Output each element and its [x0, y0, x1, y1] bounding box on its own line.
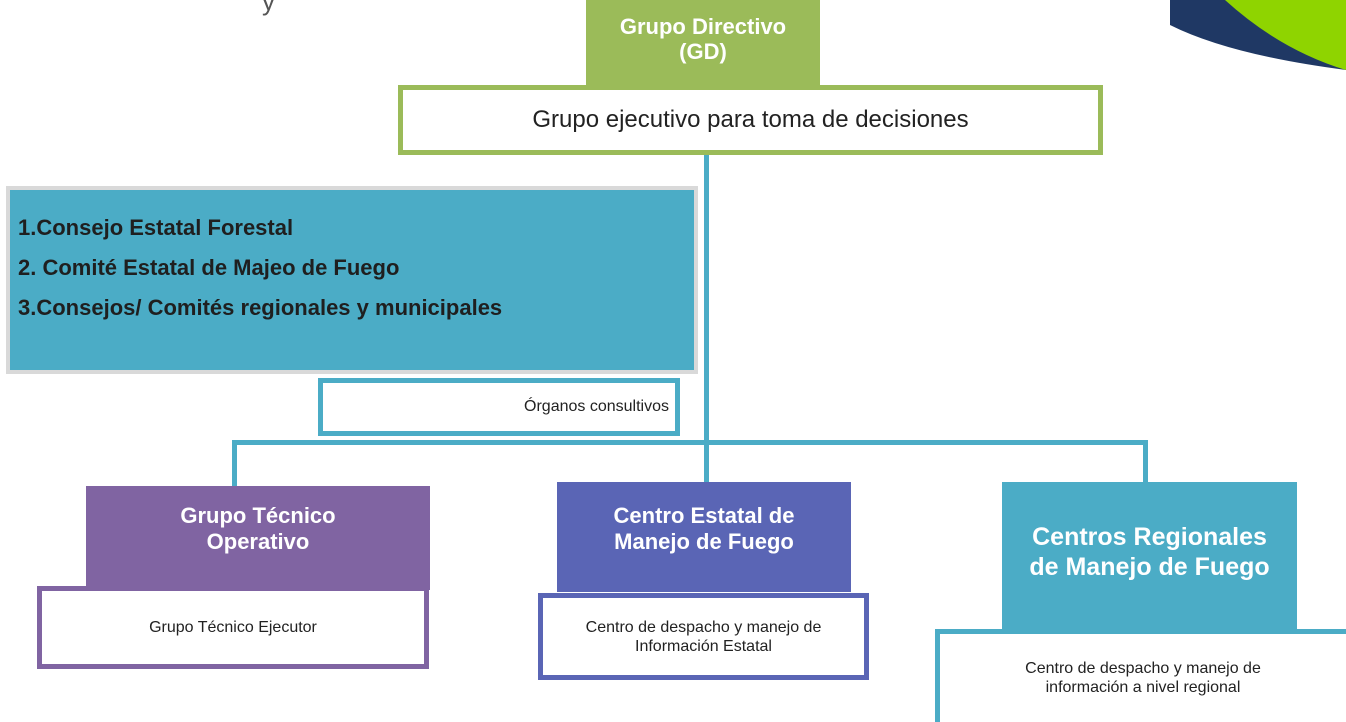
branch-estatal-subtitle-box: Centro de despacho y manejo de Informaci…	[538, 593, 869, 680]
connector-horizontal	[232, 440, 1148, 445]
branch-regional-subtitle: Centro de despacho y manejo de informaci…	[1025, 660, 1261, 696]
branch-estatal-title-box: Centro Estatal de Manejo de Fuego	[557, 482, 851, 592]
advisory-caption: Órganos consultivos	[524, 398, 669, 415]
connector-main-vertical	[704, 152, 709, 444]
branch-regional-title-box: Centros Regionales de Manejo de Fuego	[1002, 482, 1297, 630]
advisory-item: 2. Comité Estatal de Majeo de Fuego	[18, 255, 400, 280]
gd-title: Grupo Directivo (GD)	[619, 14, 787, 64]
branch-regional-subtitle-box: Centro de despacho y manejo de informaci…	[935, 629, 1346, 722]
branch-operativo-subtitle-box: Grupo Técnico Ejecutor	[37, 586, 429, 669]
gd-title-box: Grupo Directivo (GD)	[586, 0, 820, 90]
corner-logo-green	[1225, 0, 1346, 70]
gd-subtitle: Grupo ejecutivo para toma de decisiones	[532, 106, 969, 133]
branch-operativo-title-box: Grupo Técnico Operativo	[86, 486, 430, 590]
advisory-item: 3.Consejos/ Comités regionales y municip…	[18, 295, 503, 320]
branch-estatal-title: Centro Estatal de Manejo de Fuego	[613, 503, 795, 554]
connector-center-drop	[704, 440, 709, 482]
branch-estatal-subtitle: Centro de despacho y manejo de Informaci…	[585, 618, 822, 655]
connector-left-drop	[232, 440, 237, 487]
advisory-caption-box: Órganos consultivos	[318, 378, 680, 436]
top-cut-text: y	[262, 0, 275, 16]
branch-regional-title: Centros Regionales de Manejo de Fuego	[1029, 523, 1270, 581]
gd-subtitle-box: Grupo ejecutivo para toma de decisiones	[398, 85, 1103, 155]
advisory-box: 1.Consejo Estatal Forestal 2. Comité Est…	[6, 186, 698, 374]
advisory-item: 1.Consejo Estatal Forestal	[18, 215, 294, 240]
connector-right-drop	[1143, 440, 1148, 482]
corner-logo	[1170, 0, 1346, 70]
branch-operativo-title: Grupo Técnico Operativo	[180, 503, 336, 554]
branch-operativo-subtitle: Grupo Técnico Ejecutor	[149, 618, 317, 636]
